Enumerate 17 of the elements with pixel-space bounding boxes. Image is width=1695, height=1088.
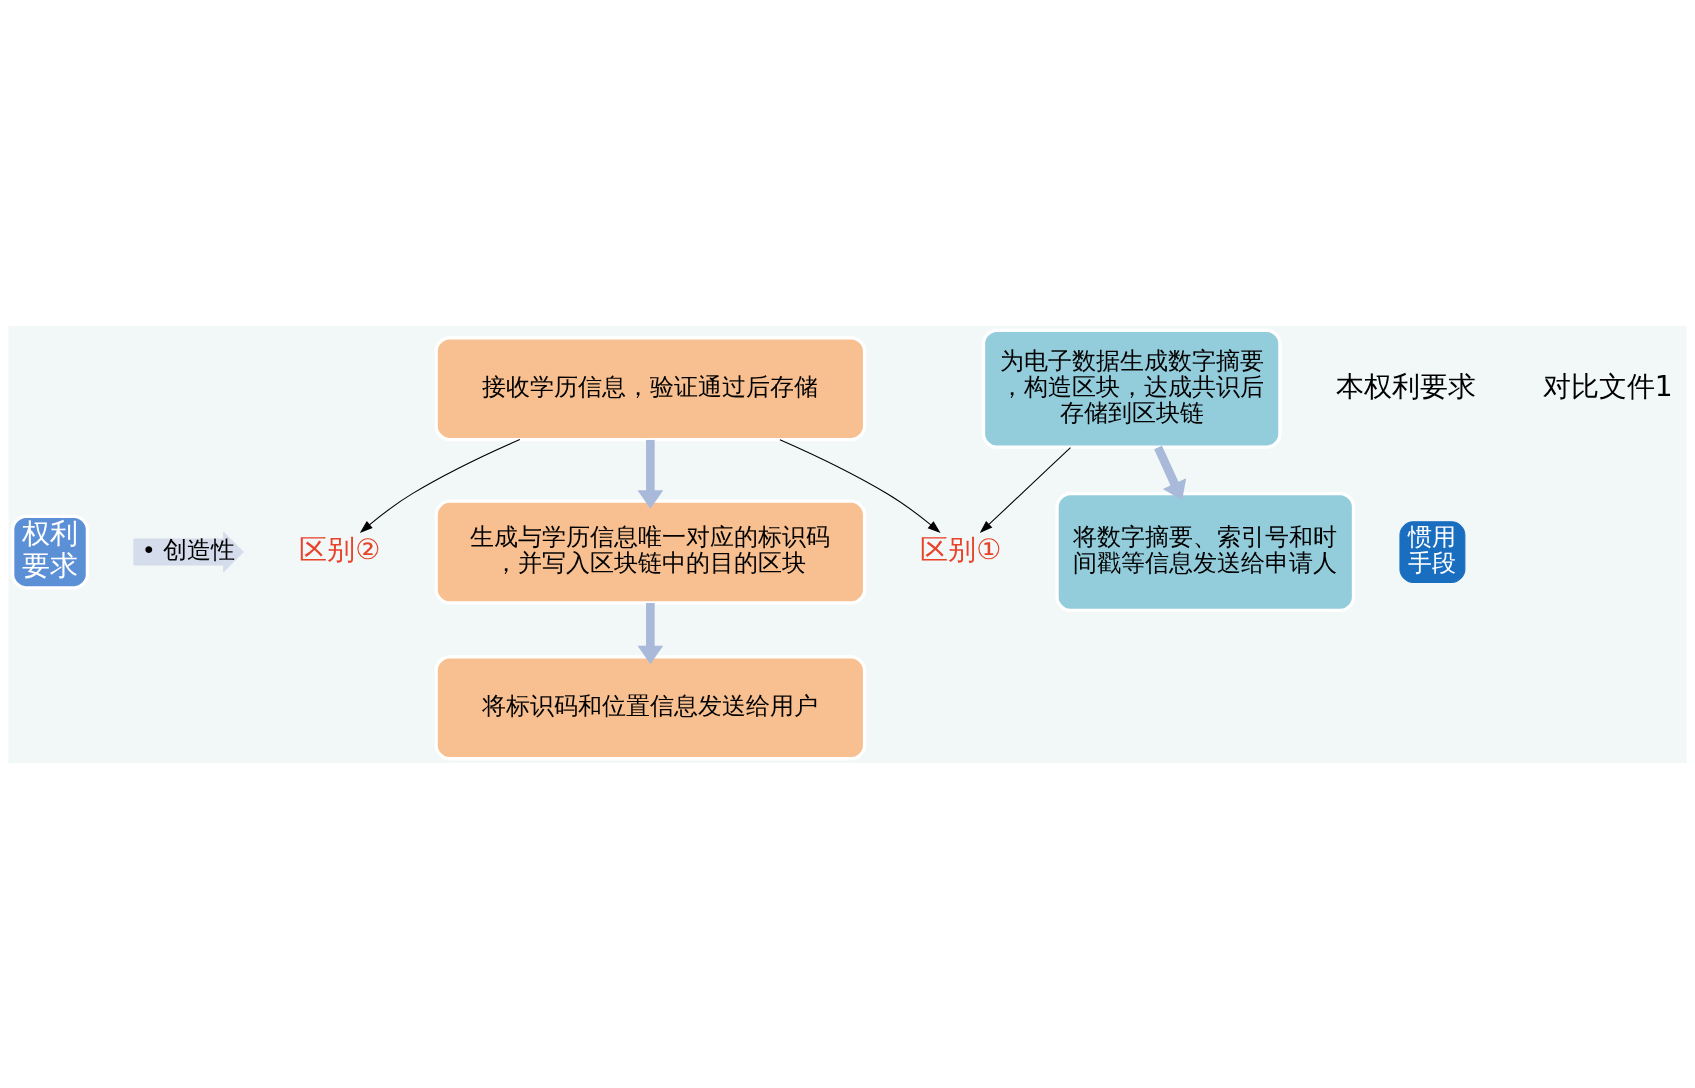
arrow [1154, 445, 1187, 500]
node-text: 区别① [920, 532, 1002, 566]
node-box: 将数字摘要、索引号和时间戳等信息发送给申请人 [1055, 491, 1356, 612]
node-box: 生成与学历信息唯一对应的标识码，并写入区块链中的目的区块 [434, 499, 867, 605]
node-box: 接收学历信息，验证通过后存储 [434, 335, 867, 441]
node-text: 区别② [299, 532, 381, 566]
node-box: 权利要求 [11, 514, 89, 589]
node-box: 为电子数据生成数字摘要，构造区块，达成共识后存储到区块链 [981, 328, 1282, 449]
arrow [637, 439, 664, 509]
arrow [979, 446, 1072, 533]
label: 本权利要求 [1336, 369, 1477, 403]
arrow [359, 438, 521, 533]
node-box: 惯用手段 [1399, 520, 1466, 583]
node-box: 将标识码和位置信息发送给用户 [434, 654, 867, 760]
arrow [779, 438, 941, 533]
arrow [637, 602, 664, 664]
label: 对比文件1 [1542, 369, 1673, 403]
